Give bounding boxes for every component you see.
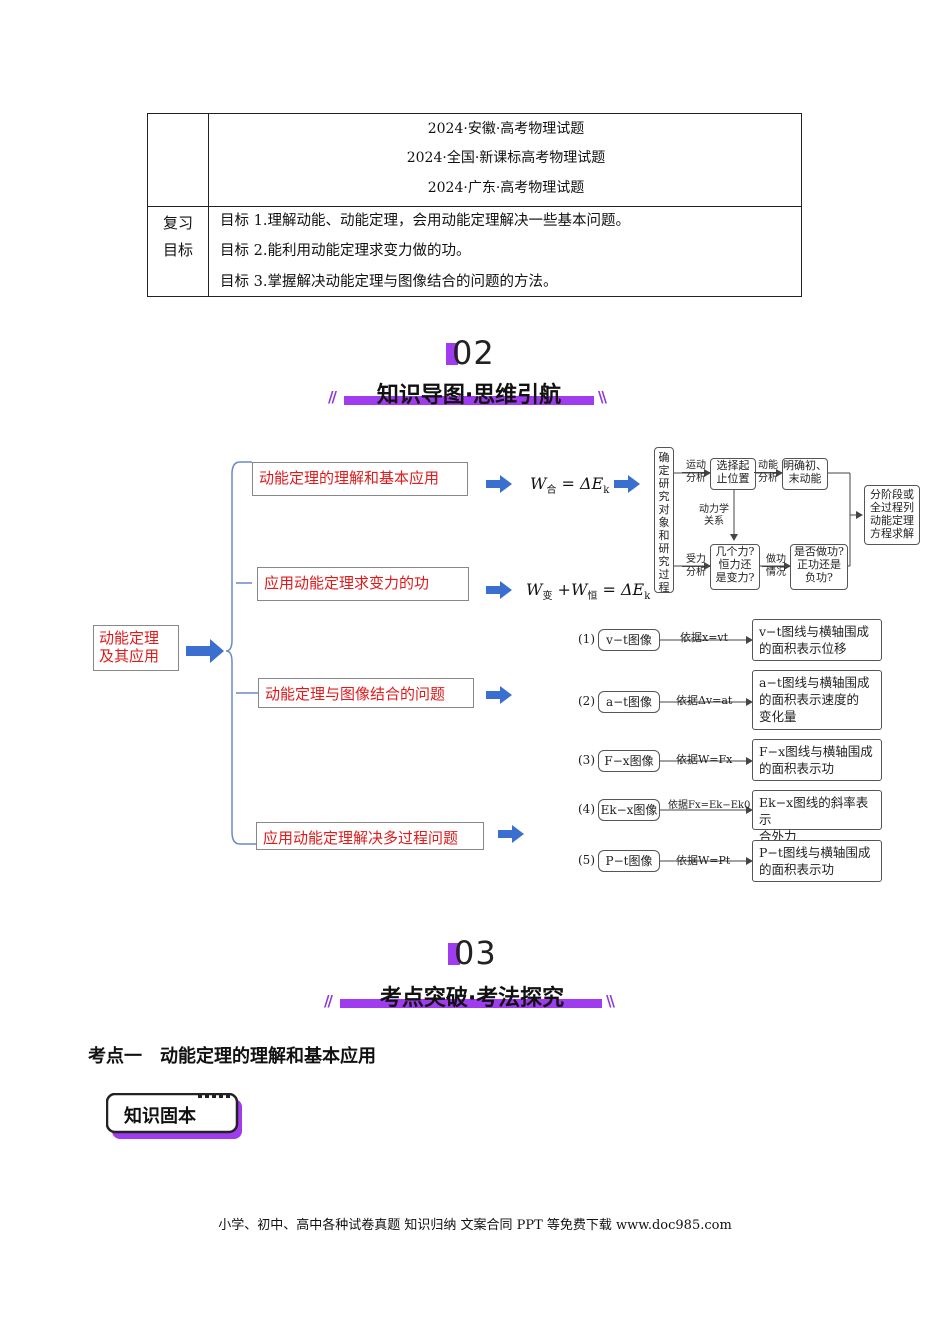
exam-table: 2024·安徽·高考物理试题 2024·全国·新课标高考物理试题 2024·广东… — [147, 113, 802, 297]
flow-label: 动能分析 — [754, 460, 782, 485]
graph-basis: 依据Fx=Ek−Ek0 — [668, 800, 751, 811]
graph-desc: P−t图线与横轴围成的面积表示功 — [752, 840, 882, 882]
branch-box: 应用动能定理求变力的功 — [257, 567, 469, 601]
title-underline — [344, 396, 594, 405]
graph-index: (5) — [578, 853, 595, 867]
flow-label: 运动分析 — [682, 460, 710, 485]
formula-variable-work: W变 +W恒 = ΔEk — [526, 580, 651, 602]
title-underline — [340, 999, 602, 1008]
section-number: 03 — [448, 934, 497, 972]
graph-desc: v−t图线与横轴围成的面积表示位移 — [752, 619, 882, 661]
goal-item: 目标 3.掌握解决动能定理与图像结合的问题的方法。 — [220, 274, 558, 290]
graph-type-box: a−t图像 — [598, 691, 660, 713]
flow-box-final: 分阶段或全过程列动能定理方程求解 — [864, 485, 920, 545]
flow-label: 受力分析 — [682, 554, 710, 579]
graph-index: (3) — [578, 753, 595, 767]
graph-desc: F−x图线与横轴围成的面积表示功 — [752, 739, 882, 781]
flow-box: 选择起止位置 — [710, 458, 756, 490]
review-label: 复习 — [162, 214, 193, 232]
deco-slash: \\ — [606, 992, 615, 1010]
exam-line: 2024·安徽·高考物理试题 — [427, 121, 585, 137]
graph-index: (4) — [578, 802, 595, 816]
goal-item: 目标 2.能利用动能定理求变力做的功。 — [220, 243, 471, 259]
deco-slash: // — [328, 388, 337, 406]
flow-label: 做功情况 — [762, 554, 790, 579]
topic-heading: 考点一 动能定理的理解和基本应用 — [88, 1046, 376, 1067]
section-title: 考点突破·考法探究 — [379, 986, 565, 1011]
graph-index: (1) — [578, 632, 595, 646]
graph-type-box: v−t图像 — [598, 629, 660, 651]
graph-basis: 依据x=vt — [680, 631, 729, 644]
graph-desc: a−t图线与横轴围成的面积表示速度的变化量 — [752, 670, 882, 730]
exam-line: 2024·广东·高考物理试题 — [427, 180, 585, 196]
graph-type-box: F−x图像 — [598, 750, 660, 772]
deco-slash: \\ — [598, 388, 607, 406]
graph-index: (2) — [578, 694, 595, 708]
flow-label: 动力学关系 — [699, 504, 729, 527]
goal-item: 目标 1.理解动能、动能定理，会用动能定理解决一些基本问题。 — [220, 213, 630, 229]
flow-box: 几个力?恒力还是变力? — [710, 544, 760, 590]
footer-text: 小学、初中、高中各种试卷真题 知识归纳 文案合同 PPT 等免费下载 www.d… — [218, 1218, 732, 1233]
graph-type-box: Ek−x图像 — [598, 799, 660, 821]
exam-line: 2024·全国·新课标高考物理试题 — [406, 150, 606, 166]
formula-work-total: W合 = ΔEk — [530, 474, 610, 496]
graph-basis: 依据W=Fx — [676, 753, 733, 766]
flow-box: 明确初、末动能 — [782, 458, 828, 490]
flow-box: 是否做功?正功还是负功? — [790, 544, 848, 590]
branch-box: 动能定理的理解和基本应用 — [252, 462, 468, 496]
badge-label: 知识固本 — [124, 1106, 196, 1127]
knowledge-badge: 知识固本 — [106, 1093, 242, 1139]
deco-slash: // — [324, 992, 333, 1010]
flow-vertical-box: 确定研究对象和研究过程 — [654, 447, 674, 594]
section-title: 知识导图·思维引航 — [376, 383, 562, 408]
branch-box: 应用动能定理解决多过程问题 — [256, 822, 484, 850]
graph-basis: 依据Δv=at — [676, 694, 733, 707]
graph-basis: 依据W=Pt — [676, 854, 731, 867]
graph-desc: Ek−x图线的斜率表示合外力 — [752, 790, 882, 844]
mindmap-root: 动能定理及其应用 — [93, 625, 179, 671]
graph-type-box: P−t图像 — [598, 850, 660, 872]
review-label: 目标 — [162, 241, 193, 259]
branch-box: 动能定理与图像结合的问题 — [258, 678, 474, 708]
